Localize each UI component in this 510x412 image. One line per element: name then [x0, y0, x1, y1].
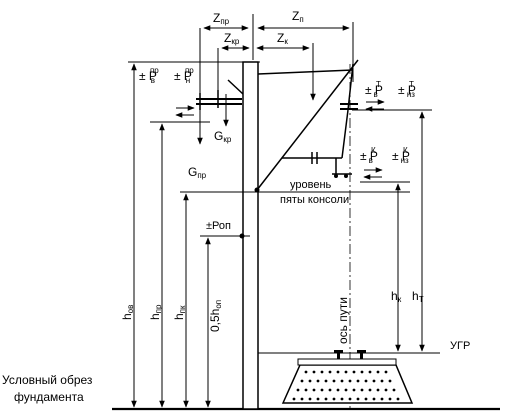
label-z-pr: Zпр [213, 11, 230, 26]
ballast-dots [292, 370, 400, 401]
label-h-k: hк [391, 289, 402, 304]
feeder-bracket [196, 79, 244, 110]
label-foundation-line2: фундамента [14, 390, 84, 404]
operating-force-point [239, 233, 245, 239]
label-h-t: hТ [412, 289, 424, 304]
dimension-labels: Zпр Zкр Zп Zк [213, 9, 304, 46]
force-arrows [131, 63, 425, 408]
rails [334, 350, 366, 359]
label-g-kr: Gкр [214, 129, 232, 144]
label-p-op: ±Роп [206, 220, 231, 232]
label-ugr: УГР [450, 340, 470, 352]
label-level-line1: уровень [290, 179, 332, 191]
cantilever-insulators [254, 174, 348, 193]
label-foundation-line1: Условный обрез [2, 373, 93, 387]
label-z-p: Zп [292, 9, 304, 24]
height-labels: hов hпр hпк 0,5hоп hк hТ [120, 289, 424, 332]
label-h-pr: hпр [148, 304, 163, 320]
label-z-kr: Zкр [224, 31, 240, 46]
text-labels: уровень пяты консоли ось пути УГР Условн… [2, 179, 470, 404]
label-level-line2: пяты консоли [280, 194, 349, 206]
label-h-ov: hов [120, 305, 135, 320]
ballast-prism [281, 350, 414, 404]
label-track-axis: ось пути [336, 297, 350, 344]
label-h-pk: hпк [172, 305, 187, 320]
label-z-k: Zк [277, 31, 288, 46]
label-h-half: 0,5hоп [208, 300, 223, 332]
cantilever [256, 59, 359, 191]
label-g-pr: Gпр [188, 165, 207, 180]
dimension-lines [199, 14, 354, 100]
reference-lines [128, 61, 440, 354]
